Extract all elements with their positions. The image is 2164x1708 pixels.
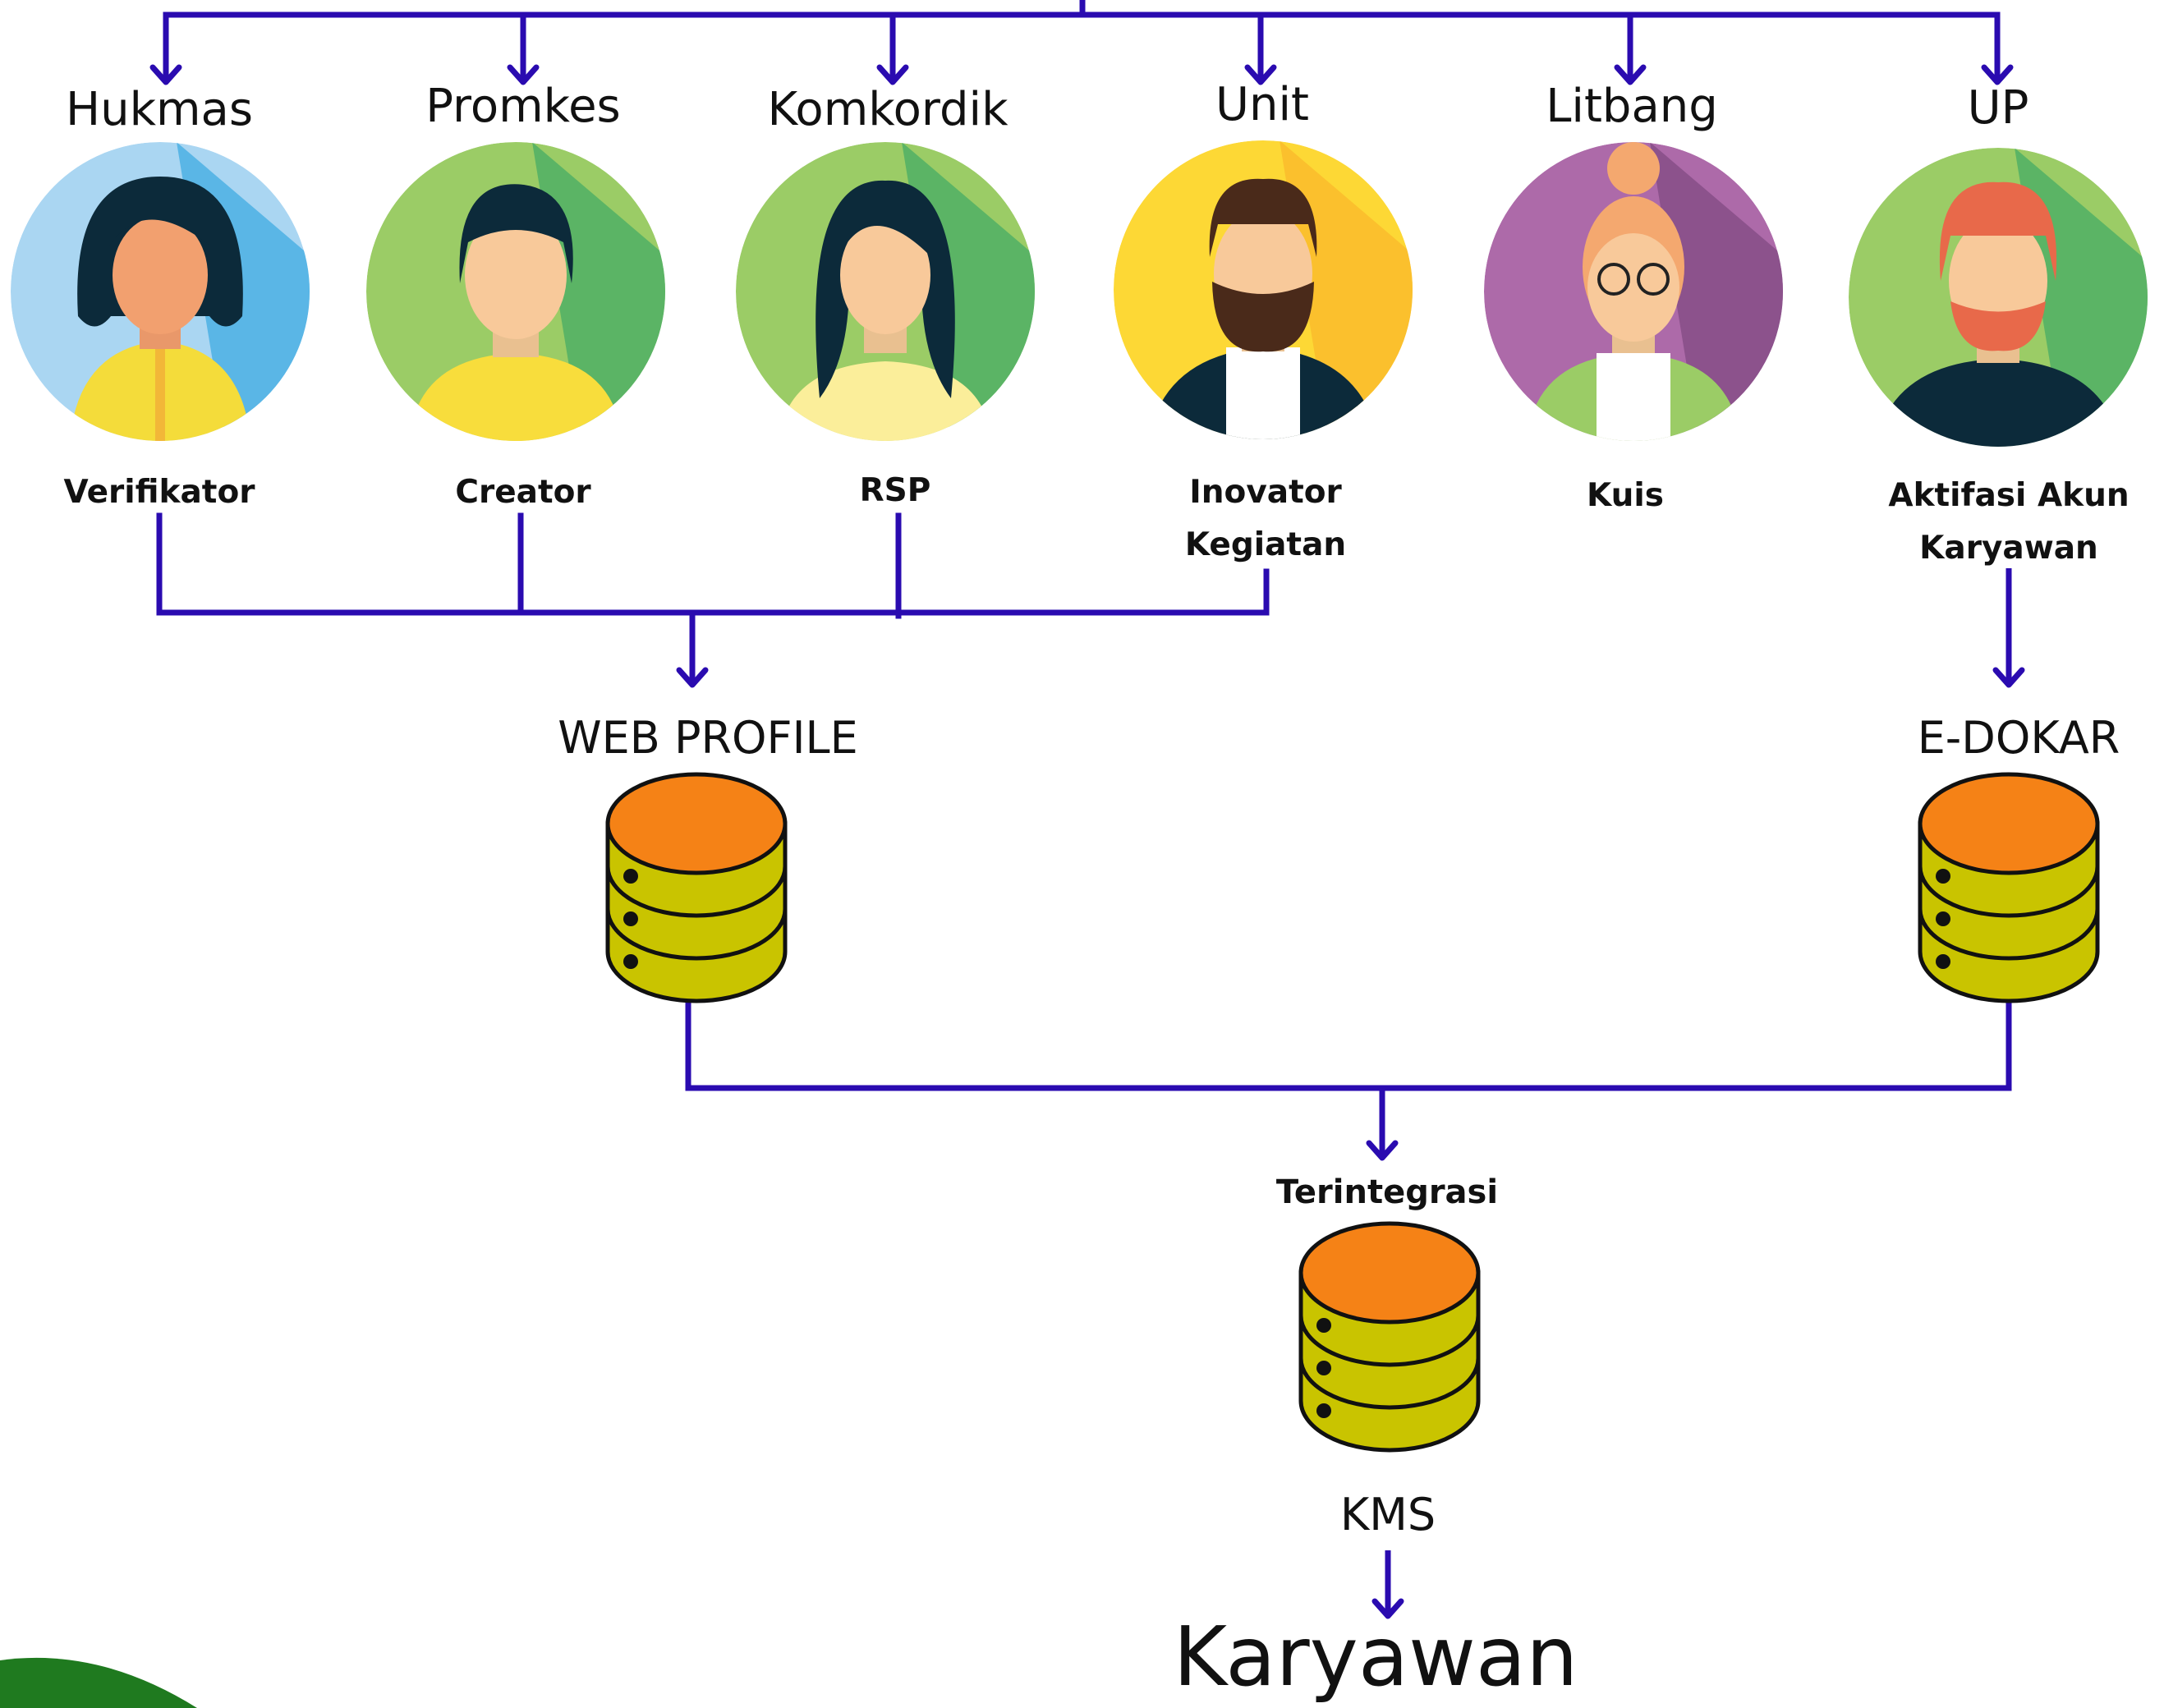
e-dokar-label: E-DOKAR (1917, 712, 2120, 764)
role-label-inovator-kegiatan: Inovator Kegiatan (1185, 466, 1346, 572)
beard (1212, 282, 1314, 352)
shirt (1875, 359, 2121, 447)
db-led (1936, 954, 1950, 969)
man-short-hair-icon (366, 142, 665, 441)
avatar-group (11, 140, 2148, 447)
glasses-left (1597, 263, 1630, 296)
role-line: RSP (859, 472, 931, 509)
dept-label-litbang: Litbang (1546, 80, 1718, 133)
db-led (1316, 1361, 1331, 1375)
arrow-head (876, 64, 909, 85)
db-led (1316, 1318, 1331, 1333)
db-top (605, 772, 788, 875)
shirt (1597, 353, 1670, 441)
arrow-head (1992, 667, 2025, 688)
db-led (1936, 869, 1950, 884)
db-top (1918, 772, 2100, 875)
role-line: Aktifasi Akun (1888, 477, 2130, 514)
zip (155, 341, 165, 441)
shirt (1226, 347, 1300, 439)
face (1587, 233, 1679, 342)
face (465, 211, 567, 339)
beard (1950, 301, 2046, 351)
arrow-head (507, 64, 540, 85)
roles-collector-line (156, 512, 1270, 616)
woman-short-hair-icon (11, 142, 310, 441)
connector-lines (149, 0, 2025, 1619)
bun (1607, 142, 1660, 195)
role-line: Inovator (1189, 474, 1342, 511)
role-label-rsp: RSP (860, 465, 931, 517)
arrow-head (1371, 1598, 1404, 1619)
bearded-man-icon (1114, 140, 1413, 439)
role-line: Creator (455, 474, 591, 511)
db-merge-line (685, 989, 2012, 1091)
hair (1939, 181, 2057, 281)
arrow-head (1981, 64, 2014, 85)
fringe (838, 209, 933, 259)
terintegrasi-label: Terintegrasi (1275, 1173, 1499, 1211)
role-label-verifikator: Verifikator (64, 466, 255, 519)
db-led (1316, 1403, 1331, 1418)
web-profile-label: WEB PROFILE (558, 712, 858, 764)
db-led (623, 954, 638, 969)
database-group (605, 772, 2100, 1453)
hair (1209, 178, 1317, 257)
db-led (623, 869, 638, 884)
karyawan-final-label: Karyawan (1173, 1609, 1578, 1705)
arrow-head (1366, 1140, 1399, 1161)
woman-long-hair-icon (736, 142, 1035, 441)
dept-label-komkordik: Komkordik (767, 83, 1008, 136)
arrow-head (1244, 64, 1277, 85)
red-haired-man-icon (1849, 148, 2148, 447)
role-line: Karyawan (1919, 530, 2098, 567)
dept-label-unit: Unit (1215, 78, 1309, 131)
face (840, 216, 930, 334)
role-label-aktifasi-akun-karyawan: Aktifasi Akun Karyawan (1888, 470, 2129, 575)
face (113, 216, 208, 334)
dept-label-hukmas: Hukmas (65, 83, 254, 136)
hair (459, 184, 573, 283)
fringe (109, 201, 211, 246)
role-line: Kuis (1587, 477, 1664, 514)
shirt (409, 353, 623, 441)
arrow-head (676, 667, 709, 688)
corner-green-shape (0, 1657, 197, 1708)
role-line: Verifikator (63, 474, 255, 511)
web-profile-database-icon (605, 772, 788, 1003)
kms-database-icon (1298, 1221, 1481, 1453)
dept-label-up: UP (1967, 81, 2029, 135)
role-label-kuis: Kuis (1587, 470, 1664, 522)
db-led (623, 911, 638, 926)
dept-label-promkes: Promkes (425, 80, 621, 133)
role-line: Kegiatan (1184, 526, 1347, 563)
arrow-head (1614, 64, 1647, 85)
role-label-creator: Creator (455, 466, 590, 519)
kms-label: KMS (1339, 1489, 1436, 1540)
top (779, 361, 992, 441)
db-led (1936, 911, 1950, 926)
db-top (1298, 1221, 1481, 1325)
woman-glasses-bun-icon (1484, 142, 1783, 441)
arrow-head (149, 64, 182, 85)
glasses-right (1637, 263, 1670, 296)
e-dokar-database-icon (1918, 772, 2100, 1003)
